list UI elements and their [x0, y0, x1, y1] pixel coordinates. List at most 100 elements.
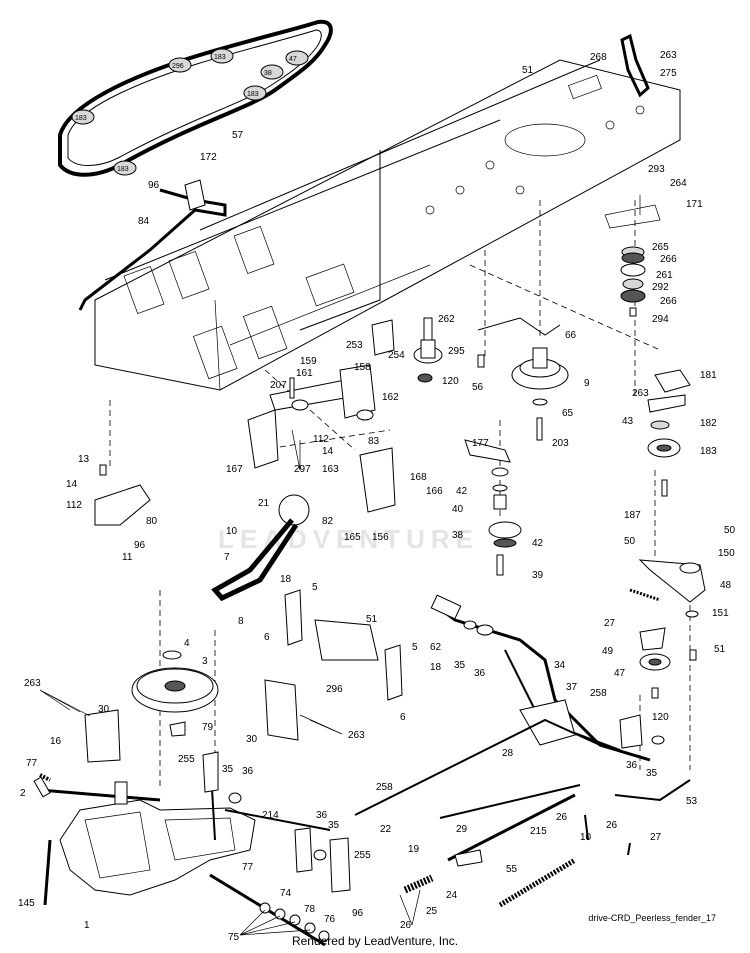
callout-14: 14 — [322, 446, 334, 457]
belt-mark-oval — [113, 160, 137, 176]
callout-27: 27 — [604, 618, 616, 629]
callout-254: 254 — [388, 350, 405, 361]
callout-51: 51 — [522, 65, 534, 76]
belt-mark-oval — [243, 85, 267, 101]
callout-26: 26 — [606, 820, 618, 831]
callout-258: 258 — [376, 782, 393, 793]
belt-mark-label: 38 — [264, 70, 272, 77]
callout-21: 21 — [258, 498, 270, 509]
callout-258: 258 — [590, 688, 607, 699]
callout-161: 161 — [296, 368, 313, 379]
callout-166: 166 — [426, 486, 443, 497]
callout-39: 39 — [532, 570, 544, 581]
callout-1: 1 — [84, 920, 90, 931]
callout-42: 42 — [456, 486, 468, 497]
callout-35: 35 — [454, 660, 466, 671]
belt-mark-oval — [260, 64, 284, 80]
part-callouts: 268 263 275 51 57 172 96 84 293 264 171 … — [18, 50, 736, 943]
callout-82: 82 — [322, 516, 334, 527]
callout-22: 22 — [380, 824, 392, 835]
callout-156: 156 — [372, 532, 389, 543]
tractor-frame — [94, 59, 681, 391]
callout-36: 36 — [626, 760, 638, 771]
callout-18: 18 — [430, 662, 442, 673]
callout-36: 36 — [242, 766, 254, 777]
upper-right-assembly — [604, 33, 691, 497]
callout-43: 43 — [622, 416, 634, 427]
callout-151: 151 — [712, 608, 729, 619]
callout-120: 120 — [442, 376, 459, 387]
callout-24: 24 — [446, 890, 458, 901]
callout-158: 158 — [354, 362, 371, 373]
callout-79: 79 — [202, 722, 214, 733]
callout-10: 10 — [580, 832, 592, 843]
belt-mark-label: 183 — [214, 54, 226, 61]
callout-47: 47 — [614, 668, 626, 679]
belt-mark-oval — [71, 109, 95, 125]
callout-36: 36 — [474, 668, 486, 679]
callout-6: 6 — [264, 632, 270, 643]
callout-16: 16 — [50, 736, 62, 747]
callout-65: 65 — [562, 408, 574, 419]
callout-294: 294 — [652, 314, 669, 325]
callout-35: 35 — [646, 768, 658, 779]
shift-and-pedal-assembly — [202, 594, 691, 893]
callout-18: 18 — [280, 574, 292, 585]
callout-172: 172 — [200, 152, 217, 163]
callout-112: 112 — [313, 434, 329, 445]
callout-263: 263 — [660, 50, 677, 61]
callout-293: 293 — [648, 164, 665, 175]
callout-168: 168 — [410, 472, 427, 483]
callout-295: 295 — [448, 346, 465, 357]
callout-19: 19 — [408, 844, 420, 855]
callout-163: 163 — [322, 464, 339, 475]
diagram-caption: drive-CRD_Peerless_fender_17 — [588, 913, 716, 923]
callout-207: 207 — [270, 380, 287, 391]
callout-187: 187 — [624, 510, 641, 521]
callout-57: 57 — [232, 130, 244, 141]
callout-62: 62 — [430, 642, 442, 653]
callout-10: 10 — [226, 526, 238, 537]
callout-255: 255 — [354, 850, 371, 861]
callout-30: 30 — [246, 734, 258, 745]
callout-296: 296 — [326, 684, 343, 695]
callout-2: 2 — [20, 788, 26, 799]
callout-25: 25 — [426, 906, 438, 917]
callout-215: 215 — [530, 826, 547, 837]
callout-263: 263 — [632, 388, 649, 399]
callout-84: 84 — [138, 216, 150, 227]
callout-30: 30 — [98, 704, 110, 715]
callout-165: 165 — [344, 532, 361, 543]
callout-96: 96 — [352, 908, 364, 919]
callout-265: 265 — [652, 242, 669, 253]
callout-266: 266 — [660, 296, 677, 307]
callout-266: 266 — [660, 254, 677, 265]
drive-belt — [58, 19, 333, 177]
callout-8: 8 — [238, 616, 244, 627]
callout-6: 6 — [400, 712, 406, 723]
belt-mark-oval — [168, 57, 192, 73]
callout-264: 264 — [670, 178, 687, 189]
callout-36: 36 — [316, 810, 328, 821]
callout-78: 78 — [304, 904, 316, 915]
callout-14: 14 — [66, 479, 78, 490]
callout-292: 292 — [652, 282, 669, 293]
belt-mark-oval — [285, 50, 309, 66]
callout-214: 214 — [262, 810, 279, 821]
callout-275: 275 — [660, 68, 677, 79]
callout-253: 253 — [346, 340, 363, 351]
callout-182: 182 — [700, 418, 717, 429]
callout-77: 77 — [26, 758, 38, 769]
callout-262: 262 — [438, 314, 455, 325]
callout-177: 177 — [472, 438, 489, 449]
callout-35: 35 — [222, 764, 234, 775]
callout-261: 261 — [656, 270, 673, 281]
callout-96: 96 — [148, 180, 160, 191]
callout-77: 77 — [242, 862, 254, 873]
callout-162: 162 — [382, 392, 399, 403]
callout-35: 35 — [328, 820, 340, 831]
callout-9: 9 — [584, 378, 590, 389]
callout-27: 27 — [650, 832, 662, 843]
callout-34: 34 — [554, 660, 566, 671]
